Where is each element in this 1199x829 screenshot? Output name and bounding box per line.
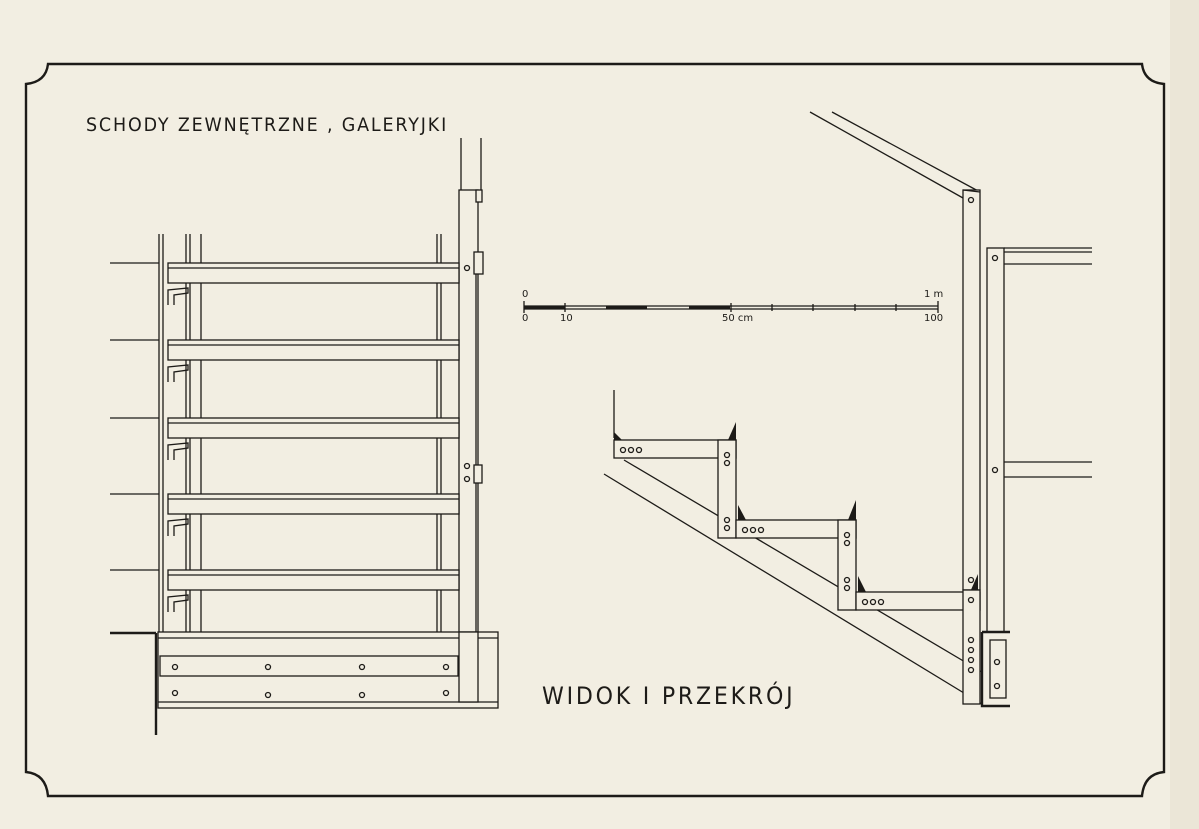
scale-label-50: 50 cm <box>722 313 754 324</box>
paper-edge <box>1170 0 1199 829</box>
scale-label-top-left: 0 <box>522 289 529 300</box>
scale-label-100: 100 <box>924 313 944 324</box>
section-view <box>603 111 1092 708</box>
sheet-border <box>24 62 1166 798</box>
scale-bar <box>523 301 939 313</box>
scale-label-bottom-left: 0 <box>522 313 529 324</box>
scale-label-10: 10 <box>560 313 573 324</box>
scale-label-top-right: 1 m <box>924 289 944 300</box>
front-view <box>110 138 499 735</box>
drawing-title: SCHODY ZEWNĘTRZNE , GALERYJKI <box>86 114 449 136</box>
drawing-caption: WIDOK I PRZEKRÓJ <box>542 682 796 710</box>
